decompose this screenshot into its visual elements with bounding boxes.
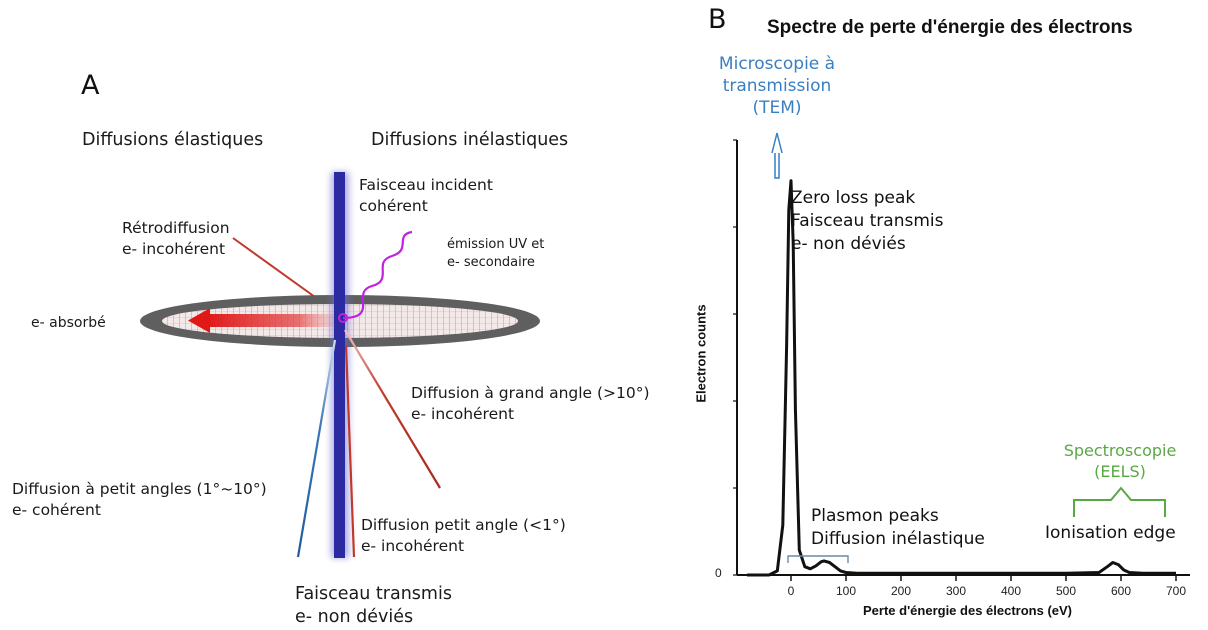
- absorbed-label: e- absorbé: [31, 315, 106, 331]
- small-angle-label: Diffusion à petit angles (1°~10°) e- coh…: [12, 479, 267, 521]
- plasmon-line-2: Diffusion inélastique: [811, 529, 985, 549]
- zlp-line-1: Zero loss peak: [791, 188, 916, 208]
- x-tick-label: 400: [1000, 584, 1022, 598]
- x-tick-label: 300: [945, 584, 967, 598]
- plasmon-bracket: [787, 555, 849, 563]
- wide-angle-label: Diffusion à grand angle (>10°) e- incohé…: [411, 383, 650, 425]
- tiny-angle-ray: [344, 344, 356, 558]
- x-tick-label: 600: [1110, 584, 1132, 598]
- tem-line-3: (TEM): [752, 98, 802, 118]
- ionisation-label: Ionisation edge: [1045, 523, 1176, 543]
- transmitted-label: Faisceau transmis e- non déviés: [295, 583, 452, 629]
- chart-title: Spectre de perte d'énergie des électrons: [767, 17, 1133, 38]
- uv-origin-dot: [338, 313, 348, 323]
- zero-loss-label: Zero loss peak Faisceau transmis e- non …: [791, 187, 943, 256]
- eels-label: Spectroscopie (EELS): [1040, 440, 1200, 482]
- uv-emission-wave: [342, 230, 413, 320]
- panel-a-diagram: [140, 172, 540, 558]
- eels-line-2: (EELS): [1094, 462, 1146, 481]
- tem-pointer: [771, 132, 783, 179]
- incident-beam: [334, 172, 345, 558]
- trans-line-2: e- non déviés: [295, 607, 414, 627]
- x-tick-label: 700: [1165, 584, 1187, 598]
- plasmon-label: Plasmon peaks Diffusion inélastique: [811, 505, 985, 551]
- x-ticks: [790, 575, 1177, 581]
- y-axis-title: Electron counts: [693, 304, 709, 403]
- tem-line-1: Microscopie à: [718, 54, 836, 74]
- retro-line-1: Rétrodiffusion: [122, 219, 230, 237]
- x-tick-label: 0: [787, 584, 795, 598]
- eels-bracket: [1073, 486, 1166, 517]
- incident-line-1: Faisceau incident: [359, 176, 493, 194]
- incident-beam-label: Faisceau incident cohérent: [359, 175, 493, 217]
- tem-line-2: transmission: [722, 76, 832, 96]
- small-line-2: e- cohérent: [12, 501, 101, 519]
- x-tick-label: 100: [835, 584, 857, 598]
- x-tick-label: 200: [890, 584, 912, 598]
- tiny-angle-label: Diffusion petit angle (<1°) e- incohéren…: [361, 515, 566, 557]
- retro-label: Rétrodiffusion e- incohérent: [122, 218, 230, 260]
- zlp-line-2: Faisceau transmis: [791, 211, 944, 231]
- tiny-line-2: e- incohérent: [361, 537, 465, 555]
- panel-letter-b: B: [708, 4, 727, 35]
- x-axis-title: Perte d'énergie des électrons (eV): [863, 603, 1073, 618]
- uv-label: émission UV et e- secondaire: [447, 236, 544, 272]
- wide-angle-ray: [344, 329, 441, 489]
- small-line-1: Diffusion à petit angles (1°~10°): [12, 480, 267, 498]
- incident-line-2: cohérent: [359, 197, 428, 215]
- heading-inelastic: Diffusions inélastiques: [371, 130, 569, 150]
- plasmon-line-1: Plasmon peaks: [811, 506, 939, 526]
- zlp-line-3: e- non déviés: [791, 234, 906, 254]
- heading-elastic: Diffusions élastiques: [82, 130, 264, 150]
- tem-label: Microscopie à transmission (TEM): [702, 53, 852, 119]
- eels-line-1: Spectroscopie: [1063, 441, 1177, 460]
- x-tick-label: 500: [1055, 584, 1077, 598]
- trans-line-1: Faisceau transmis: [295, 584, 452, 604]
- y-minor-ticks: [733, 139, 737, 576]
- tiny-line-1: Diffusion petit angle (<1°): [361, 516, 566, 534]
- wide-line-2: e- incohérent: [411, 405, 515, 423]
- small-angle-ray: [296, 339, 337, 558]
- uv-line-1: émission UV et: [447, 237, 545, 252]
- panel-letter-a: A: [81, 70, 100, 101]
- wide-line-1: Diffusion à grand angle (>10°): [411, 384, 650, 402]
- retro-line-2: e- incohérent: [122, 240, 226, 258]
- y-tick-0: 0: [715, 566, 722, 580]
- uv-line-2: e- secondaire: [447, 255, 535, 270]
- absorbed-arrow: [188, 308, 338, 333]
